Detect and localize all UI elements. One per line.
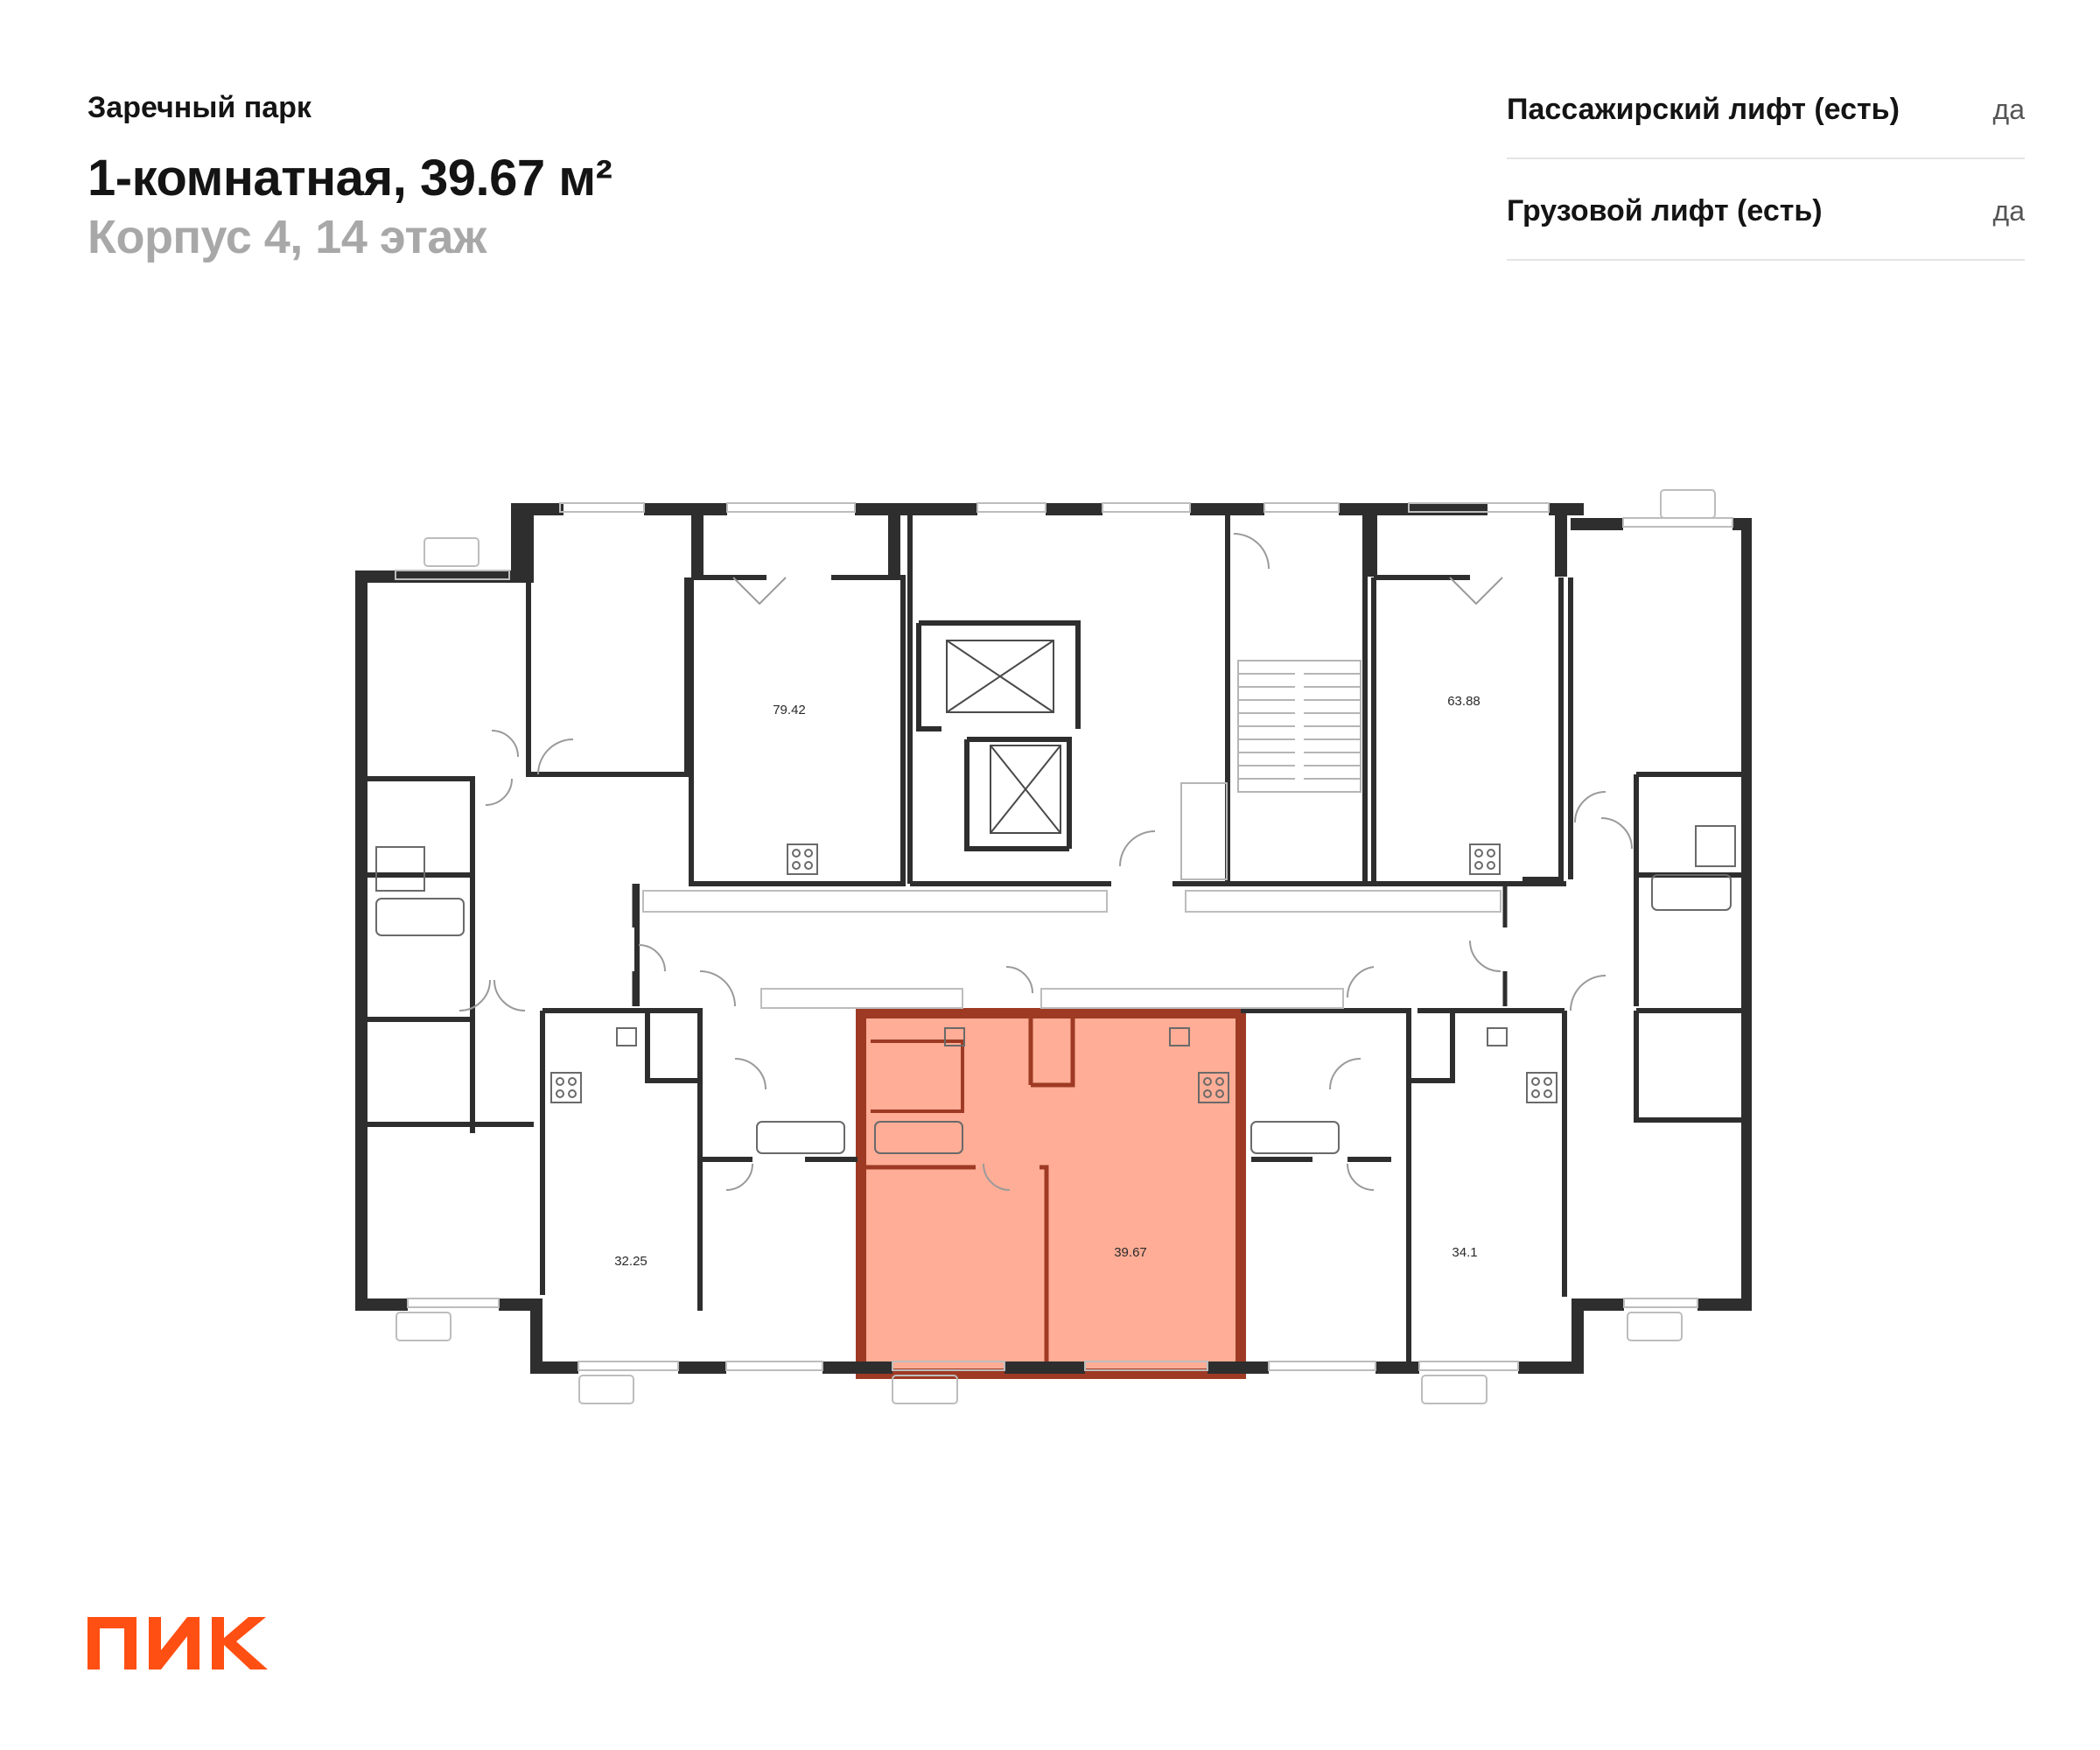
property-row-passenger-lift: Пассажирский лифт (есть) да	[1507, 58, 2025, 159]
highlighted-apartment-fill	[861, 1013, 1241, 1374]
apartment-area-label: 79.42	[773, 703, 806, 718]
property-label: Грузовой лифт (есть)	[1507, 193, 1823, 228]
windows	[395, 489, 1733, 1404]
stairwell	[1180, 660, 1362, 880]
highlighted-apartment[interactable]	[856, 1008, 1246, 1379]
interior-walls	[368, 515, 1741, 1372]
stove-icons	[550, 844, 1558, 1103]
flat-title: 1-комнатная, 39.67 м²	[88, 150, 612, 206]
properties-list: Пассажирский лифт (есть) да Грузовой лиф…	[1507, 58, 2025, 261]
bathroom-fixtures	[375, 825, 1736, 1154]
property-value: да	[1992, 194, 2025, 227]
doors	[458, 533, 1633, 1191]
property-row-freight-lift: Грузовой лифт (есть) да	[1507, 159, 2025, 261]
elevator-shafts	[946, 640, 1061, 834]
apartment-area-label: 63.88	[1447, 694, 1480, 709]
pik-logo-mark	[88, 1617, 268, 1670]
apartment-area-label: 34.1	[1452, 1245, 1477, 1260]
corridor	[632, 884, 1508, 1009]
project-name: Заречный парк	[88, 91, 312, 124]
apartment-area-label-highlighted: 39.67	[1114, 1245, 1147, 1260]
property-value: да	[1992, 93, 2025, 125]
flat-subtitle: Корпус 4, 14 этаж	[88, 211, 486, 263]
building-walls	[355, 503, 1752, 1374]
apartment-area-label: 32.25	[614, 1254, 648, 1269]
pik-logo	[88, 1615, 271, 1676]
property-label: Пассажирский лифт (есть)	[1507, 92, 1900, 126]
